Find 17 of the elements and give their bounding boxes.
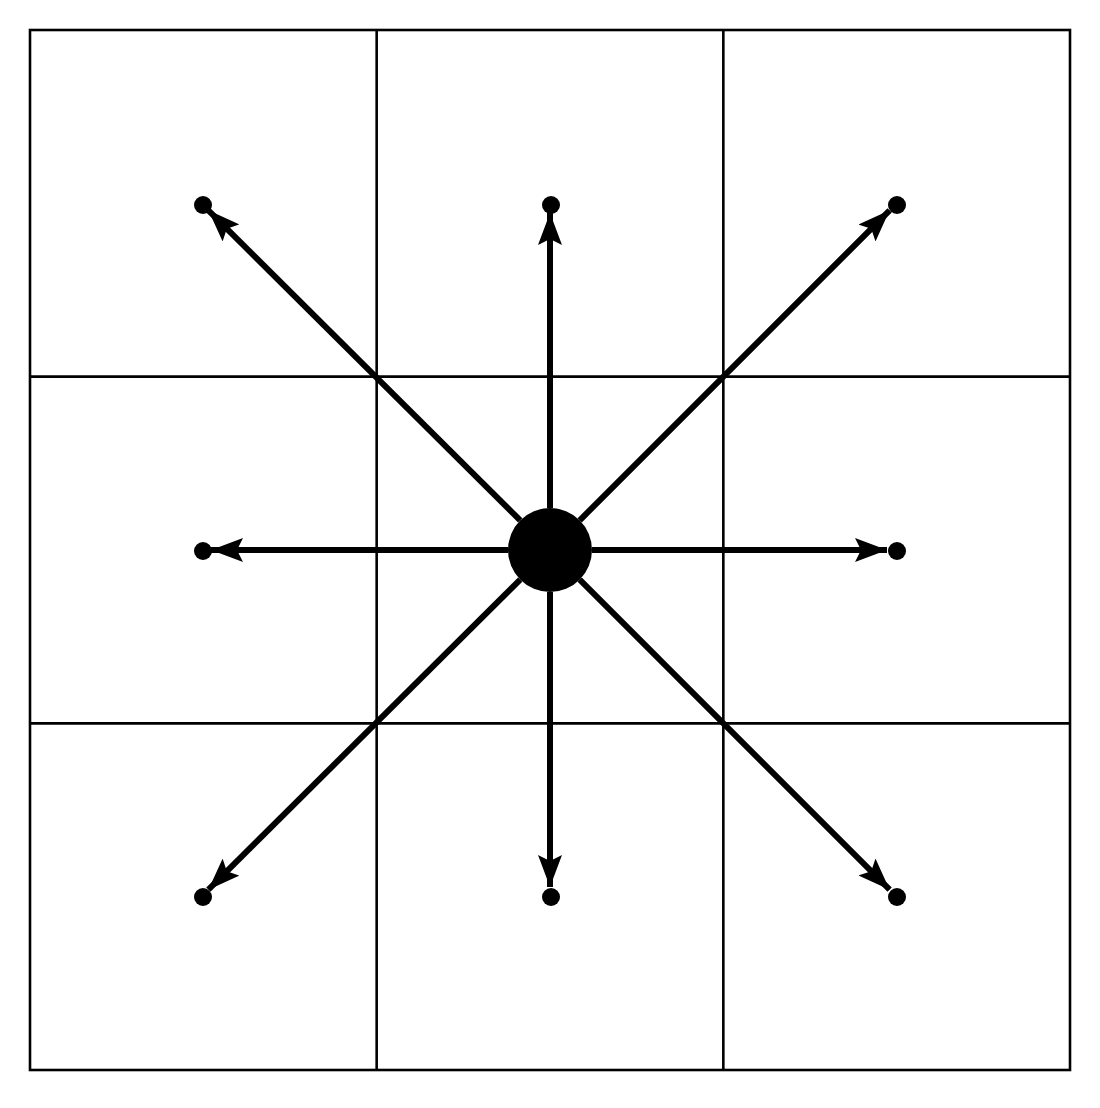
arrow (577, 208, 892, 523)
arrow (206, 208, 523, 523)
end-dot (541, 195, 559, 213)
end-dot (887, 195, 905, 213)
arrow (206, 577, 523, 892)
arrow (577, 577, 892, 892)
arrow (592, 538, 887, 562)
end-dot (193, 541, 211, 559)
center-dot (508, 508, 592, 592)
arrow (538, 213, 562, 508)
end-dot (193, 887, 211, 905)
end-dot (541, 887, 559, 905)
arrow (538, 592, 562, 887)
end-dot (887, 887, 905, 905)
end-dot (887, 541, 905, 559)
arrow (211, 538, 508, 562)
end-dot (193, 195, 211, 213)
